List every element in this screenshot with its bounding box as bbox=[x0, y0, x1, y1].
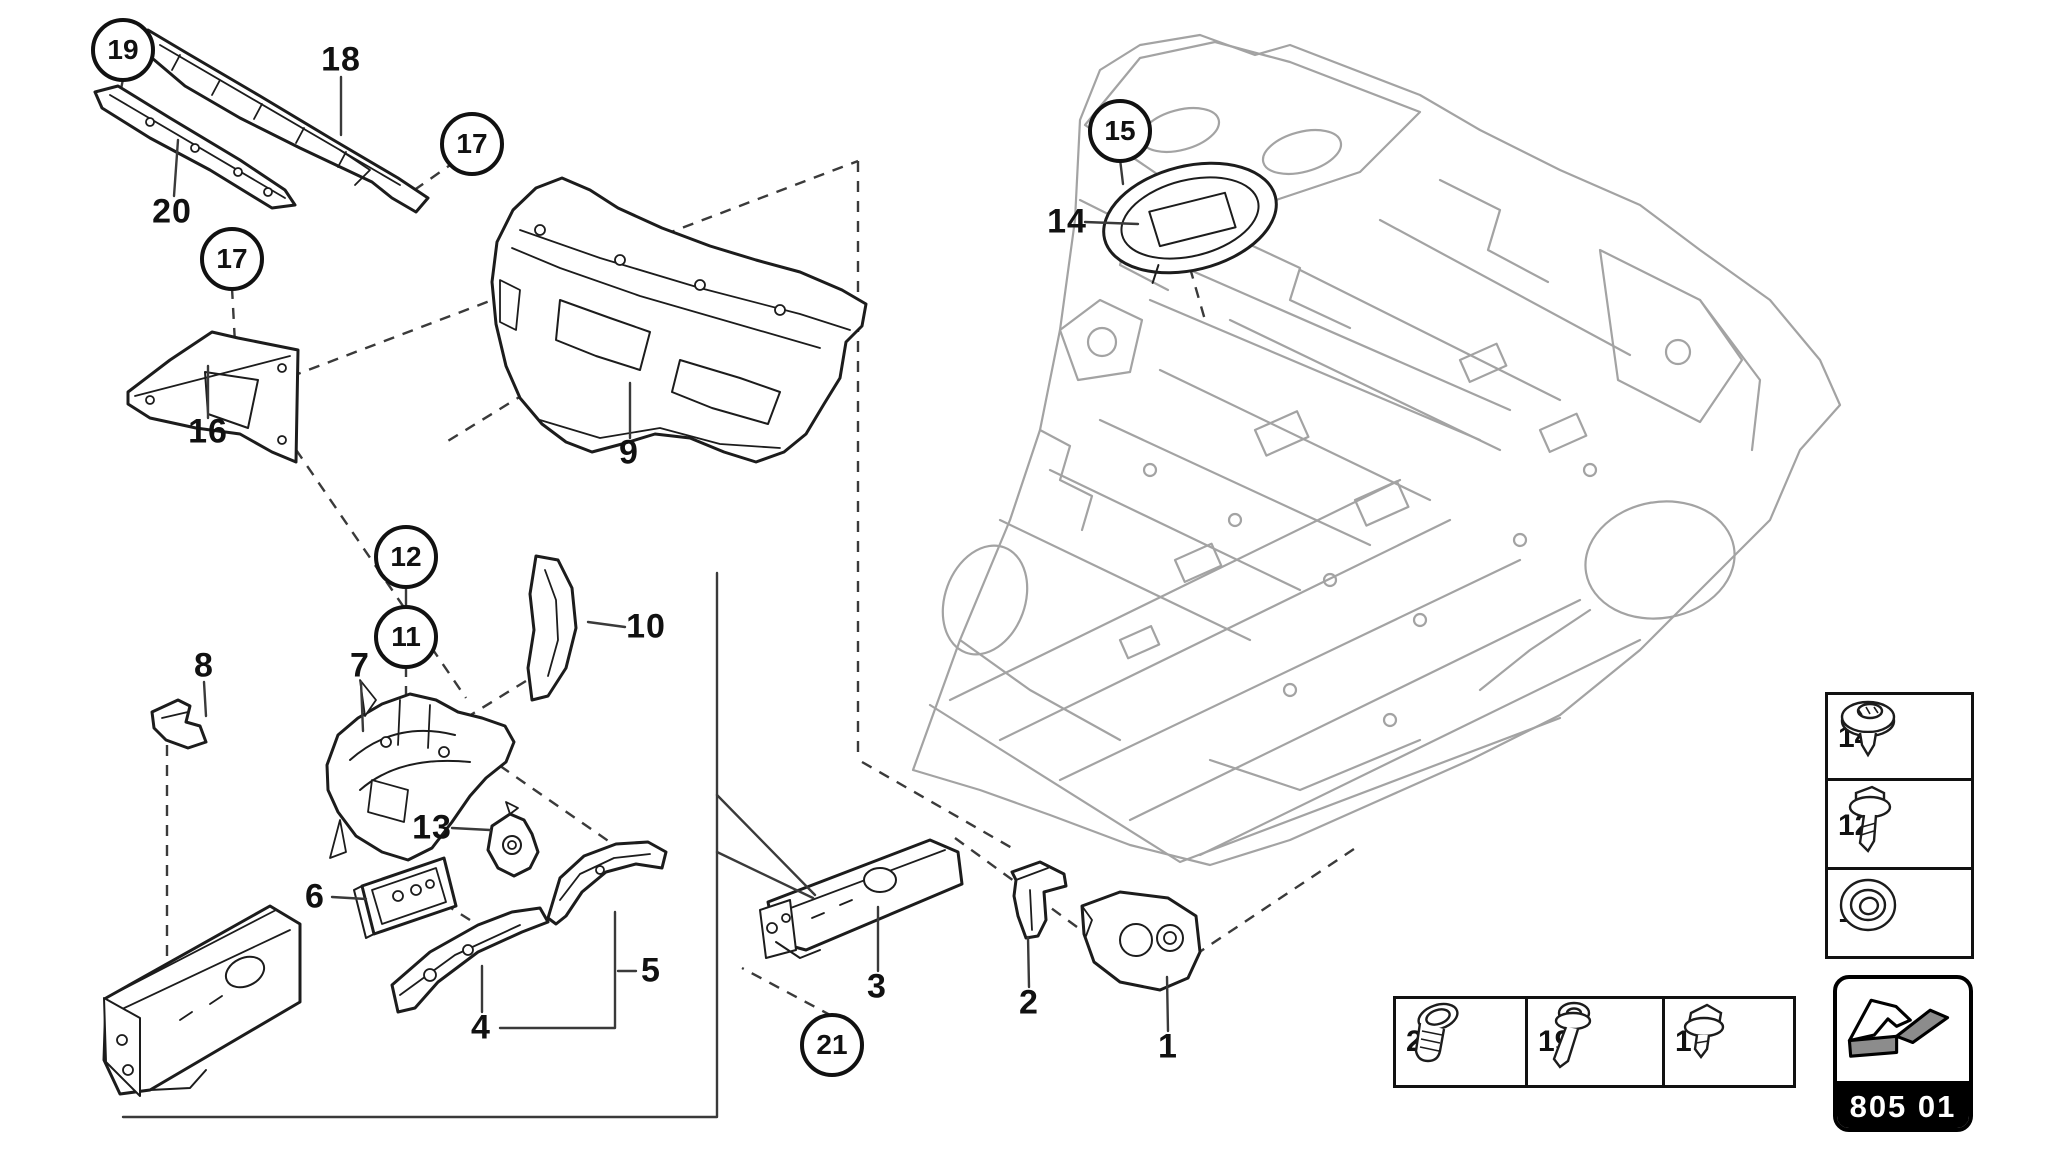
leader-lines bbox=[121, 75, 1170, 1119]
legend-right-row-11: 11 bbox=[1825, 867, 1974, 959]
callout-label-10: 10 bbox=[626, 607, 666, 646]
callout-label-1: 1 bbox=[1158, 1027, 1178, 1066]
front-underbody-arrow-icon bbox=[1837, 979, 1969, 1081]
legend-bottom-cell-21: 21 bbox=[1393, 996, 1531, 1088]
part-20-scuttle-strip bbox=[93, 84, 297, 210]
callout-circle-12: 12 bbox=[374, 525, 438, 589]
part-18-scuttle-strip bbox=[146, 28, 430, 214]
callout-label-9: 9 bbox=[619, 433, 639, 472]
part-6-reinforcement-plate bbox=[353, 856, 458, 939]
part-16-gusset-bracket bbox=[126, 330, 300, 464]
callout-label-5: 5 bbox=[641, 951, 661, 990]
callout-label-18: 18 bbox=[321, 40, 361, 79]
callout-circle-11: 11 bbox=[374, 605, 438, 669]
part-10-a-pillar-bracket bbox=[526, 554, 578, 702]
callout-label-4: 4 bbox=[471, 1008, 491, 1047]
callout-label-3: 3 bbox=[867, 967, 887, 1006]
legend-right-row-14: 14 bbox=[1825, 692, 1974, 784]
page-code: 805 01 bbox=[1837, 1081, 1969, 1128]
catalog-section-badge[interactable]: 805 01 bbox=[1833, 975, 1973, 1132]
callout-label-6: 6 bbox=[305, 877, 325, 916]
part-sill-beam bbox=[102, 904, 302, 1097]
callout-label-8: 8 bbox=[194, 646, 214, 685]
callout-circle-17b: 17 bbox=[200, 227, 264, 291]
car-body-drawing bbox=[911, 33, 1842, 867]
part-13-mount-bracket bbox=[486, 801, 540, 878]
callout-label-13: 13 bbox=[412, 808, 452, 847]
part-3-front-rail bbox=[759, 838, 964, 959]
callout-circle-17a: 17 bbox=[440, 112, 504, 176]
legend-bottom-cell-17: 17 bbox=[1662, 996, 1796, 1088]
part-7-wheelhouse bbox=[325, 679, 516, 862]
callout-circle-19: 19 bbox=[91, 18, 155, 82]
callout-label-7: 7 bbox=[350, 646, 370, 685]
part-14-access-cover bbox=[1102, 161, 1278, 284]
part-9-cowl-panel bbox=[490, 176, 868, 464]
callout-label-20: 20 bbox=[152, 192, 192, 231]
callout-label-2: 2 bbox=[1019, 983, 1039, 1022]
callout-label-16: 16 bbox=[188, 412, 228, 451]
part-1-closing-plate bbox=[1080, 890, 1202, 992]
part-5-curved-rail bbox=[546, 840, 668, 926]
legend-right-row-12: 12 bbox=[1825, 778, 1974, 873]
callout-circle-21: 21 bbox=[800, 1013, 864, 1077]
part-2-support-bracket bbox=[1010, 860, 1068, 940]
legend-bottom-cell-19: 19 bbox=[1525, 996, 1668, 1088]
callout-circle-15: 15 bbox=[1088, 99, 1152, 163]
part-4-rail-extension bbox=[390, 906, 550, 1014]
callout-label-14: 14 bbox=[1047, 202, 1087, 241]
part-8-clip-bracket bbox=[150, 698, 208, 750]
